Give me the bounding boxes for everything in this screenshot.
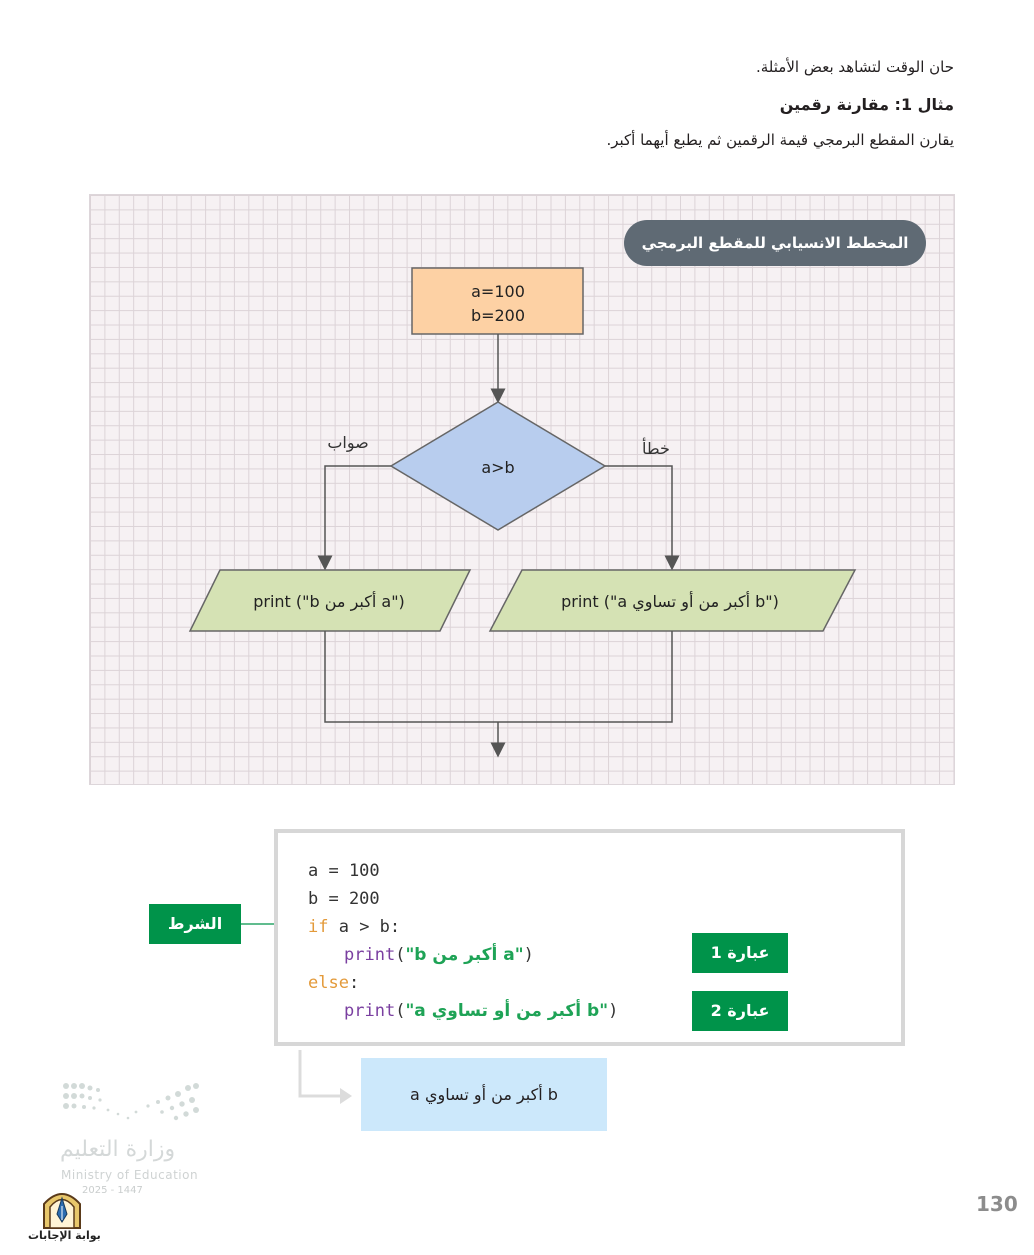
code-line-print1: print("b أكبر من a") (344, 945, 534, 965)
ministry-logo-icon (63, 1083, 199, 1121)
start-line-b: b=200 (471, 306, 525, 325)
false-output-text: print ("a أكبر من أو تساوي b") (561, 591, 779, 612)
print1-string: "b أكبر من a" (405, 945, 524, 965)
code-box: a = 100 b = 200 if a > b: print("b أكبر … (274, 829, 905, 1046)
false-output-shape (488, 569, 857, 632)
print2-string: "a أكبر من أو تساوي b" (405, 1001, 609, 1021)
intro-line: حان الوقت لتشاهد بعض الأمثلة. (756, 58, 954, 76)
start-process-box (411, 267, 584, 335)
page-number: 130 (976, 1192, 1018, 1216)
merge-line (324, 631, 673, 723)
true-branch-arrow (317, 465, 391, 571)
code-line-else: else: (308, 973, 360, 993)
true-output-shape (188, 569, 472, 632)
statement1-label: عبارة 1 (692, 933, 788, 973)
decision-diamond (389, 401, 607, 531)
condition-label: الشرط (149, 904, 241, 944)
code-line-a: a = 100 (308, 861, 380, 881)
example-title: مثال 1: مقارنة رقمين (779, 95, 954, 114)
portal-name: بوابة الإجابات (28, 1229, 101, 1242)
else-keyword: else (308, 973, 349, 993)
code-line-b: b = 200 (308, 889, 380, 909)
example-description: يقارن المقطع البرمجي قيمة الرقمين ثم يطب… (606, 131, 954, 149)
ministry-name-english: Ministry of Education (61, 1168, 199, 1182)
flowchart-title-pill: المخطط الانسيابي للمقطع البرمجي (624, 220, 926, 266)
decision-label: a>b (481, 458, 514, 477)
false-branch-arrow (605, 465, 680, 571)
output-connector-arrowhead (340, 1088, 352, 1104)
true-branch-label: صواب (327, 433, 368, 453)
if-condition: a > b: (328, 917, 401, 937)
output-connector (298, 1050, 342, 1098)
print2-keyword: print (344, 1001, 396, 1021)
code-line-if: if a > b: (308, 917, 400, 937)
program-output: a أكبر من أو تساوي b (361, 1058, 607, 1131)
ministry-year: 2025 - 1447 (82, 1185, 143, 1196)
false-branch-label: خطأ (642, 437, 670, 458)
true-output-text: print ("b أكبر من a") (253, 591, 405, 612)
print1-keyword: print (344, 945, 396, 965)
if-keyword: if (308, 917, 329, 937)
statement2-label: عبارة 2 (692, 991, 788, 1031)
ministry-name-arabic: وزارة التعليم (60, 1137, 176, 1162)
start-line-a: a=100 (471, 282, 525, 301)
portal-logo-icon (43, 1193, 81, 1229)
code-line-print2: print("a أكبر من أو تساوي b") (344, 1001, 619, 1021)
